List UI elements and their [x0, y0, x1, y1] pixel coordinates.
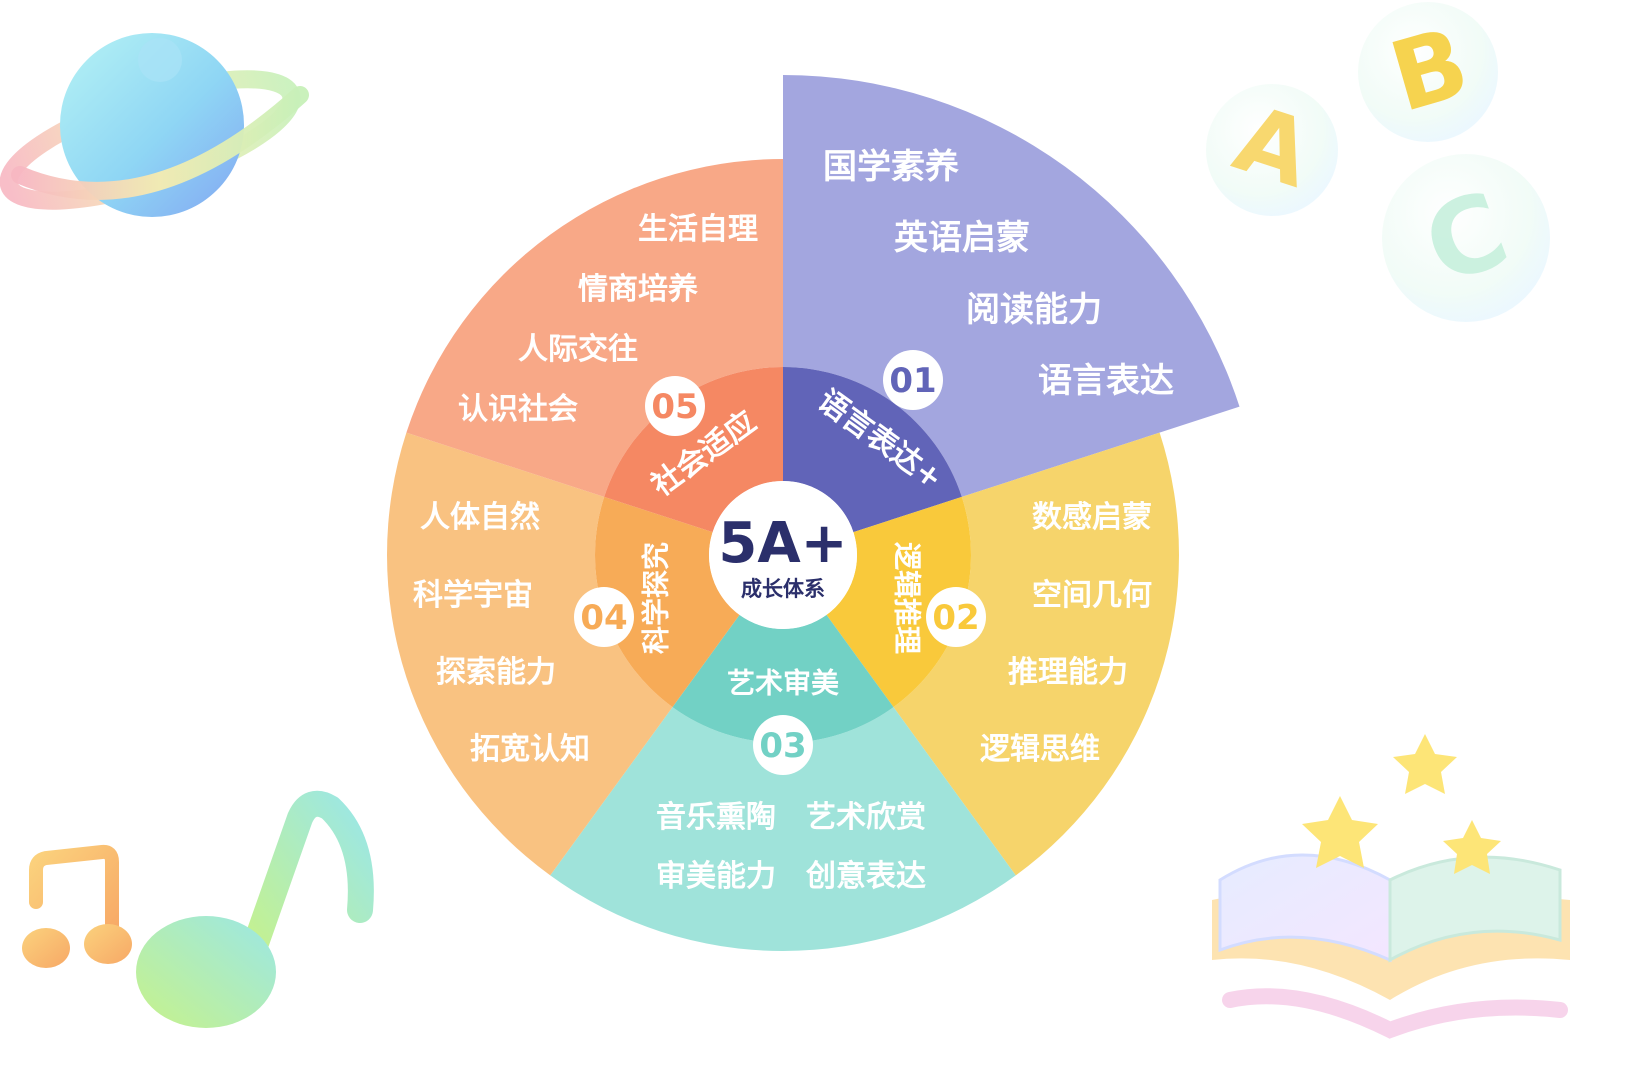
logic-outer-sector	[893, 432, 1179, 876]
star-icon	[1302, 734, 1501, 874]
art-skill-item: 艺术欣赏	[806, 800, 926, 835]
art-outer-sector	[550, 707, 1016, 952]
social-skill-item: 认识社会	[458, 392, 578, 427]
art-number: 03	[759, 726, 806, 766]
science-number-badge	[574, 587, 634, 647]
art-sector-name: 艺术审美	[727, 667, 839, 700]
social-skill-item: 生活自理	[638, 212, 758, 247]
language-number: 01	[889, 361, 936, 401]
logic-skill-item: 数感启蒙	[1032, 500, 1152, 535]
alphabet-bubbles: A B C	[1206, 2, 1550, 322]
logic-sector-name: 逻辑推理	[891, 542, 924, 654]
logic-skill-item: 空间几何	[1032, 578, 1152, 613]
outer-ring	[387, 75, 1240, 952]
language-skill-item: 国学素养	[823, 147, 959, 187]
planet-icon	[0, 33, 309, 217]
language-inner-sector	[783, 367, 962, 533]
language-skill-item: 语言表达	[1038, 361, 1174, 401]
science-skill-item: 探索能力	[436, 655, 556, 690]
logic-skill-item: 逻辑思维	[980, 732, 1100, 767]
center-hub: 5A+ 成长体系	[709, 481, 857, 629]
logic-number-badge	[926, 587, 986, 647]
language-number-badge	[883, 350, 943, 410]
language-skill-item: 阅读能力	[966, 290, 1102, 330]
social-number-badge	[645, 376, 705, 436]
art-skill-item: 审美能力	[656, 859, 776, 894]
art-inner-sector	[672, 614, 894, 743]
center-subtitle: 成长体系	[741, 577, 825, 601]
language-skill-item: 英语启蒙	[894, 218, 1030, 258]
science-skill-item: 科学宇宙	[413, 578, 533, 613]
social-skill-item: 人际交往	[518, 332, 638, 367]
science-number: 04	[580, 598, 627, 638]
open-book-icon	[1212, 853, 1570, 1039]
science-skill-item: 拓宽认知	[470, 732, 590, 767]
logic-skill-item: 推理能力	[1008, 655, 1128, 690]
science-inner-sector	[594, 496, 740, 708]
social-outer-sector	[406, 159, 783, 497]
art-skill-item: 创意表达	[805, 859, 926, 894]
science-sector-name: 科学探究	[640, 542, 673, 654]
logic-inner-sector	[826, 496, 972, 708]
center-title: 5A+	[718, 511, 847, 576]
social-skill-item: 情商培养	[578, 272, 698, 307]
logic-number: 02	[932, 598, 979, 638]
science-outer-sector	[387, 432, 673, 876]
music-notes-icon	[22, 790, 374, 1028]
science-skill-item: 人体自然	[420, 500, 540, 535]
art-skill-item: 音乐熏陶	[656, 800, 776, 835]
social-number: 05	[651, 387, 698, 427]
social-inner-sector	[604, 367, 783, 533]
art-number-badge	[753, 715, 813, 775]
inner-ring	[594, 367, 972, 743]
